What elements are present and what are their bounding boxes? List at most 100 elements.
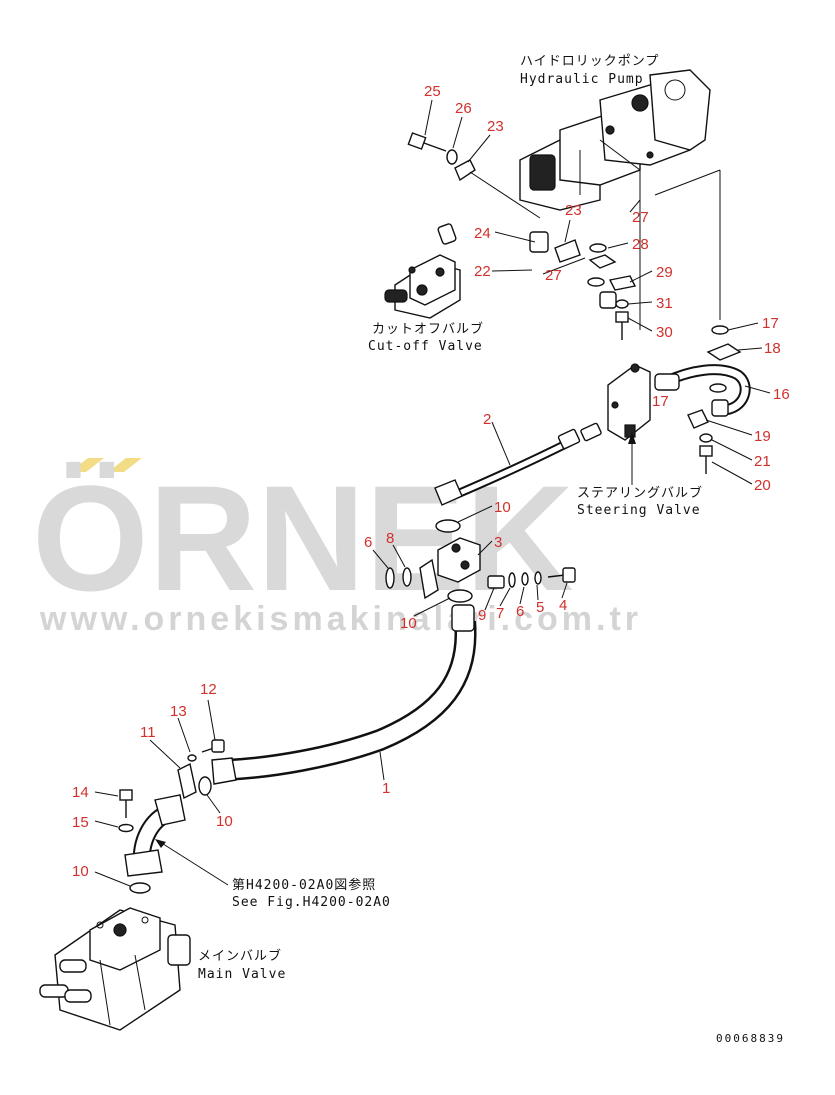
callout-16: 16	[773, 386, 790, 403]
hose-16	[654, 364, 751, 417]
oring-10b	[447, 589, 473, 603]
bolt-4	[547, 567, 576, 583]
steering-valve-jp-label: ステアリングバルブ	[577, 485, 703, 501]
flange-28	[588, 254, 617, 269]
callout-15: 15	[72, 814, 89, 831]
cutoff-valve-jp-label: カットオフバルブ	[372, 321, 484, 337]
callout-6-left: 6	[364, 534, 372, 551]
callout-20: 20	[754, 477, 771, 494]
reference-jp-label: 第H4200-02A0図参照	[232, 877, 376, 893]
bolt-14	[119, 789, 133, 818]
elbow-tube	[124, 794, 186, 877]
callout-23-upper: 23	[487, 118, 504, 135]
callout-21: 21	[754, 453, 771, 470]
hose-2	[434, 422, 602, 506]
oring-17b	[709, 383, 727, 393]
oring-10d	[129, 882, 151, 894]
callout-14: 14	[72, 784, 89, 801]
split-flange-11	[177, 762, 197, 800]
washer-26	[446, 149, 458, 165]
hose-1	[211, 604, 477, 785]
callout-1: 1	[382, 780, 390, 797]
callout-4: 4	[559, 597, 567, 614]
callout-10-mid: 10	[400, 615, 417, 632]
callout-30: 30	[656, 324, 673, 341]
watermark-accent-right	[108, 458, 142, 472]
oring-17a	[711, 325, 729, 335]
callout-9: 9	[478, 607, 486, 624]
split-flange-19	[687, 409, 709, 429]
leader-lines	[94, 99, 771, 887]
washer-15	[118, 823, 134, 833]
callout-10-upper: 10	[494, 499, 511, 516]
flange-18	[706, 343, 742, 361]
callout-24: 24	[474, 225, 491, 242]
callout-18: 18	[764, 340, 781, 357]
clamp-23-upper	[454, 159, 476, 182]
reference-en-label: See Fig.H4200-02A0	[232, 895, 391, 910]
steering-valve-drawing	[607, 363, 651, 441]
watermark-url: www.ornekismakinalari.com.tr	[39, 600, 642, 638]
reference-leader	[159, 841, 229, 886]
ring-7	[508, 572, 516, 588]
callout-11: 11	[140, 724, 156, 741]
bolt-30	[615, 311, 629, 340]
callout-10-bottom: 10	[72, 863, 89, 880]
callout-8: 8	[386, 530, 394, 547]
main-valve-drawing	[39, 907, 191, 1031]
watermark-accent-left	[70, 458, 104, 472]
oring-10a	[435, 519, 461, 533]
callout-22: 22	[474, 263, 491, 280]
callouts: 25 26 23 23 24 22 27 27 28 29 31 30 17 1…	[72, 83, 790, 880]
hydraulic-pump-en-label: Hydraulic Pump	[520, 72, 644, 87]
snap-ring-6a	[385, 567, 395, 589]
clamp-23-lower	[554, 239, 581, 263]
split-flange-29	[608, 275, 637, 291]
oring-8	[402, 567, 412, 587]
hydraulic-pump-drawing	[519, 69, 711, 211]
bolt-25	[407, 132, 447, 152]
callout-23-lower: 23	[565, 202, 582, 219]
bolt-12	[201, 739, 225, 753]
oring-27	[589, 243, 607, 253]
callout-28: 28	[632, 236, 649, 253]
callout-19: 19	[754, 428, 771, 445]
callout-17-upper: 17	[762, 315, 779, 332]
callout-3: 3	[494, 534, 502, 551]
hydraulic-pump-jp-label: ハイドロリックポンプ	[520, 54, 659, 69]
callout-29: 29	[656, 264, 673, 281]
callout-27-upper: 27	[632, 209, 649, 226]
washer-21	[699, 433, 713, 443]
callout-12: 12	[200, 681, 217, 698]
callout-17-lower: 17	[652, 393, 669, 410]
washer-13	[187, 754, 197, 762]
block-3	[437, 537, 481, 583]
bolt-20	[699, 445, 713, 474]
callout-27-lower: 27	[545, 267, 562, 284]
main-valve-jp-label: メインバルブ	[198, 948, 282, 964]
callout-25: 25	[424, 83, 441, 100]
main-valve-en-label: Main Valve	[198, 967, 286, 982]
washer-5	[534, 571, 542, 585]
callout-2: 2	[483, 411, 491, 428]
sleeve-9	[487, 575, 505, 589]
callout-5: 5	[536, 599, 544, 616]
washer-31	[615, 299, 629, 309]
callout-31: 31	[656, 295, 673, 312]
steering-valve-en-label: Steering Valve	[577, 503, 701, 518]
callout-13: 13	[170, 703, 187, 720]
document-number: 00068839	[716, 1032, 785, 1045]
callout-10-lower: 10	[216, 813, 233, 830]
watermark: ÖRNEK www.ornekismakinalari.com.tr	[32, 454, 642, 638]
plate-3	[419, 558, 439, 600]
oring-27b	[587, 277, 605, 287]
callout-26: 26	[455, 100, 472, 117]
ring-6b	[521, 572, 529, 586]
cutoff-valve-en-label: Cut-off Valve	[368, 339, 483, 354]
oring-10c	[198, 776, 212, 796]
callout-6-right: 6	[516, 603, 524, 620]
cutoff-valve-drawing	[384, 254, 461, 319]
hose-22	[437, 203, 617, 315]
callout-7: 7	[496, 605, 504, 622]
